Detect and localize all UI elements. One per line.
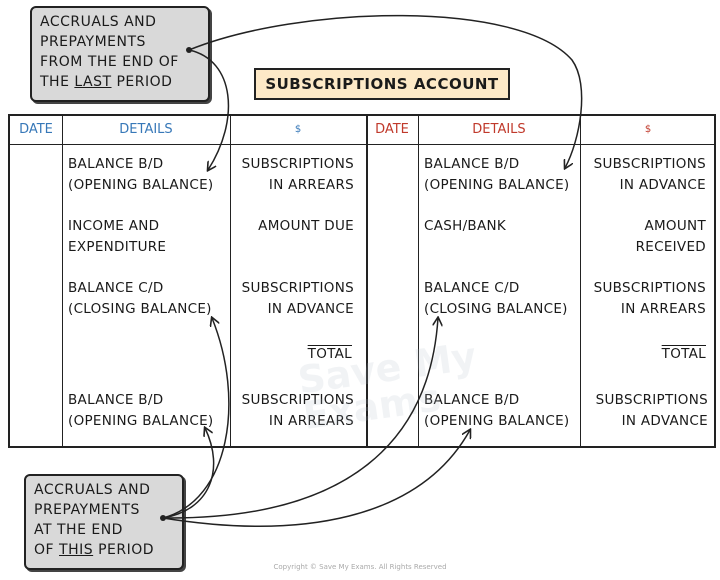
debit-amount-due: AMOUNT DUE <box>258 218 354 234</box>
header-details-debit: DETAILS <box>119 122 173 137</box>
callout-line: ACCRUALS AND <box>40 14 157 30</box>
column-divider <box>62 116 63 446</box>
callout-emphasis: LAST <box>74 74 112 90</box>
column-divider <box>230 116 231 446</box>
callout-word: PERIOD <box>111 74 173 90</box>
header-date-credit: DATE <box>375 122 409 137</box>
center-divider <box>366 116 368 446</box>
credit-detail-closing: BALANCE C/D (CLOSING BALANCE) <box>424 280 568 317</box>
credit-detail-cash-bank: CASH/BANK <box>424 218 507 234</box>
credit-total: TOTAL <box>661 346 706 362</box>
credit-amount-advance: SUBSCRIPTIONS IN ADVANCE <box>593 156 706 193</box>
callout-line: FROM THE END OF <box>40 54 179 70</box>
callout-line: AT THE END <box>34 522 123 538</box>
callout-line: PREPAYMENTS <box>34 502 140 518</box>
callout-line: THE LAST PERIOD <box>40 72 200 92</box>
debit-amount-arrears: SUBSCRIPTIONS IN ARREARS <box>241 156 354 193</box>
header-amount-debit: $ <box>294 124 302 135</box>
header-divider <box>10 144 714 145</box>
diagram-title: SUBSCRIPTIONS ACCOUNT <box>254 68 510 100</box>
callout-word: OF <box>34 542 60 558</box>
callout-emphasis: THIS <box>59 542 94 558</box>
callout-word: THE <box>40 74 75 90</box>
callout-word: PERIOD <box>93 542 155 558</box>
debit-detail-closing: BALANCE C/D (CLOSING BALANCE) <box>68 280 212 317</box>
copyright-notice: Copyright © Save My Exams. All Rights Re… <box>273 563 447 571</box>
debit-detail-income-expenditure: INCOME AND EXPENDITURE <box>68 218 167 255</box>
callout-line: OF THIS PERIOD <box>34 540 174 560</box>
callout-line: PREPAYMENTS <box>40 34 146 50</box>
credit-amount-received: AMOUNT RECEIVED <box>635 218 706 255</box>
callout-last-period: ACCRUALS AND PREPAYMENTS FROM THE END OF… <box>30 6 210 102</box>
credit-amount-arrears: SUBSCRIPTIONS IN ARREARS <box>593 280 706 317</box>
credit-detail-opening: BALANCE B/D (OPENING BALANCE) <box>424 156 570 193</box>
header-details-credit: DETAILS <box>472 122 526 137</box>
column-divider <box>580 116 581 446</box>
header-amount-credit: $ <box>644 124 652 135</box>
column-divider <box>418 116 419 446</box>
debit-detail-opening: BALANCE B/D (OPENING BALANCE) <box>68 156 214 193</box>
credit-amount-advance-next: SUBSCRIPTIONS IN ADVANCE <box>595 392 708 429</box>
debit-amount-advance: SUBSCRIPTIONS IN ADVANCE <box>241 280 354 317</box>
callout-this-period: ACCRUALS AND PREPAYMENTS AT THE END OF T… <box>24 474 184 570</box>
credit-detail-opening-next: BALANCE B/D (OPENING BALANCE) <box>424 392 570 429</box>
debit-detail-opening-next: BALANCE B/D (OPENING BALANCE) <box>68 392 214 429</box>
callout-line: ACCRUALS AND <box>34 482 151 498</box>
header-date-debit: DATE <box>19 122 53 137</box>
